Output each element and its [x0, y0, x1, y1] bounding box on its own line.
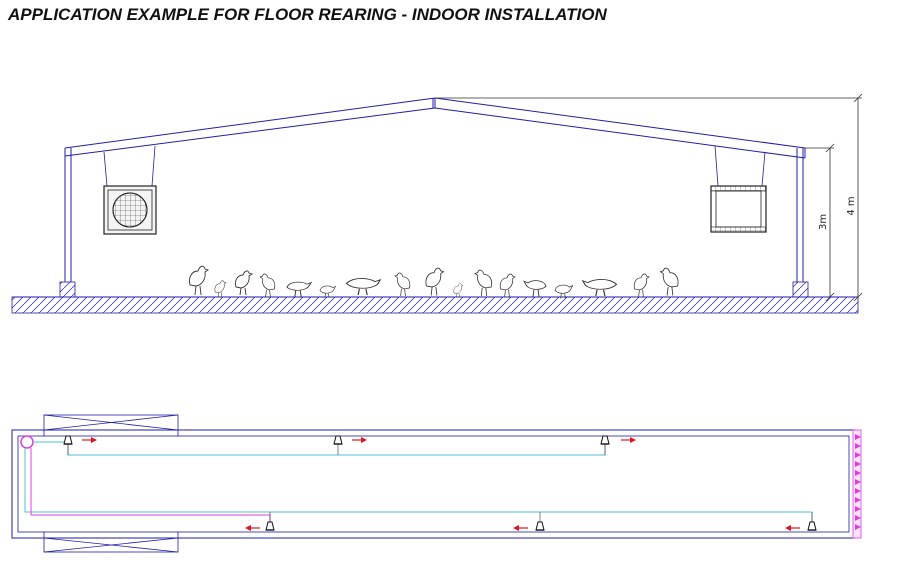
left-footing	[59, 281, 76, 298]
chicken-icon	[499, 273, 516, 298]
fan-housing-bottom	[43, 532, 179, 553]
chicken-icon	[259, 273, 276, 298]
airflow-arrow-icon	[785, 525, 800, 531]
airflow-arrow-icon	[513, 525, 528, 531]
fogging-nozzle-icon	[333, 435, 343, 445]
chicken-icon	[659, 267, 679, 296]
chicken-icon	[189, 265, 210, 296]
chicken-icon	[394, 272, 411, 297]
chicken-icon	[474, 269, 493, 297]
fogging-nozzle-icon	[600, 435, 610, 445]
pump-icon	[20, 435, 34, 449]
page-title: APPLICATION EXAMPLE FOR FLOOR REARING - …	[8, 5, 607, 24]
chicken-icon	[581, 279, 618, 297]
fogging-nozzle-icon	[807, 521, 817, 531]
chicken-icon	[522, 280, 547, 297]
airflow-arrow-icon	[352, 437, 367, 443]
supply-pipe-cyan	[24, 441, 813, 522]
airflow-arrow-icon	[82, 437, 97, 443]
left-column	[64, 148, 72, 282]
airflow-arrow-icon	[621, 437, 636, 443]
cooling-pad	[852, 429, 862, 539]
chicken-icon	[425, 267, 445, 296]
chicken-icon	[554, 284, 574, 299]
dimension-lines	[435, 93, 863, 302]
total-height-label: 4 m	[846, 196, 857, 215]
chicken-icon	[453, 283, 464, 298]
chicken-icon	[214, 280, 227, 297]
fogging-nozzle-icon	[535, 521, 545, 531]
airflow-arrows	[82, 437, 800, 531]
fogging-nozzle-icon	[63, 435, 73, 445]
fogging-nozzle-icon	[265, 521, 275, 531]
airflow-arrow-icon	[245, 525, 260, 531]
right-footing	[792, 281, 809, 298]
chicken-icon	[286, 281, 313, 298]
cooling-unit-icon	[710, 145, 767, 233]
chicken-icon	[633, 273, 650, 298]
roof-structure	[64, 97, 806, 159]
chicken-icon	[319, 285, 337, 298]
supply-pipe-pink	[30, 448, 271, 522]
chicken-icon	[235, 270, 254, 296]
chicken-icon	[345, 278, 382, 296]
exhaust-fan-icon	[103, 145, 157, 235]
section-view: 4 m 3m	[11, 93, 863, 314]
plan-view	[11, 414, 862, 553]
chicken-flock	[189, 265, 679, 299]
building-outline	[11, 429, 856, 539]
right-column	[796, 148, 804, 282]
fan-housing-top	[43, 414, 179, 436]
ground-slab	[11, 296, 859, 314]
wall-height-label: 3m	[818, 214, 829, 230]
